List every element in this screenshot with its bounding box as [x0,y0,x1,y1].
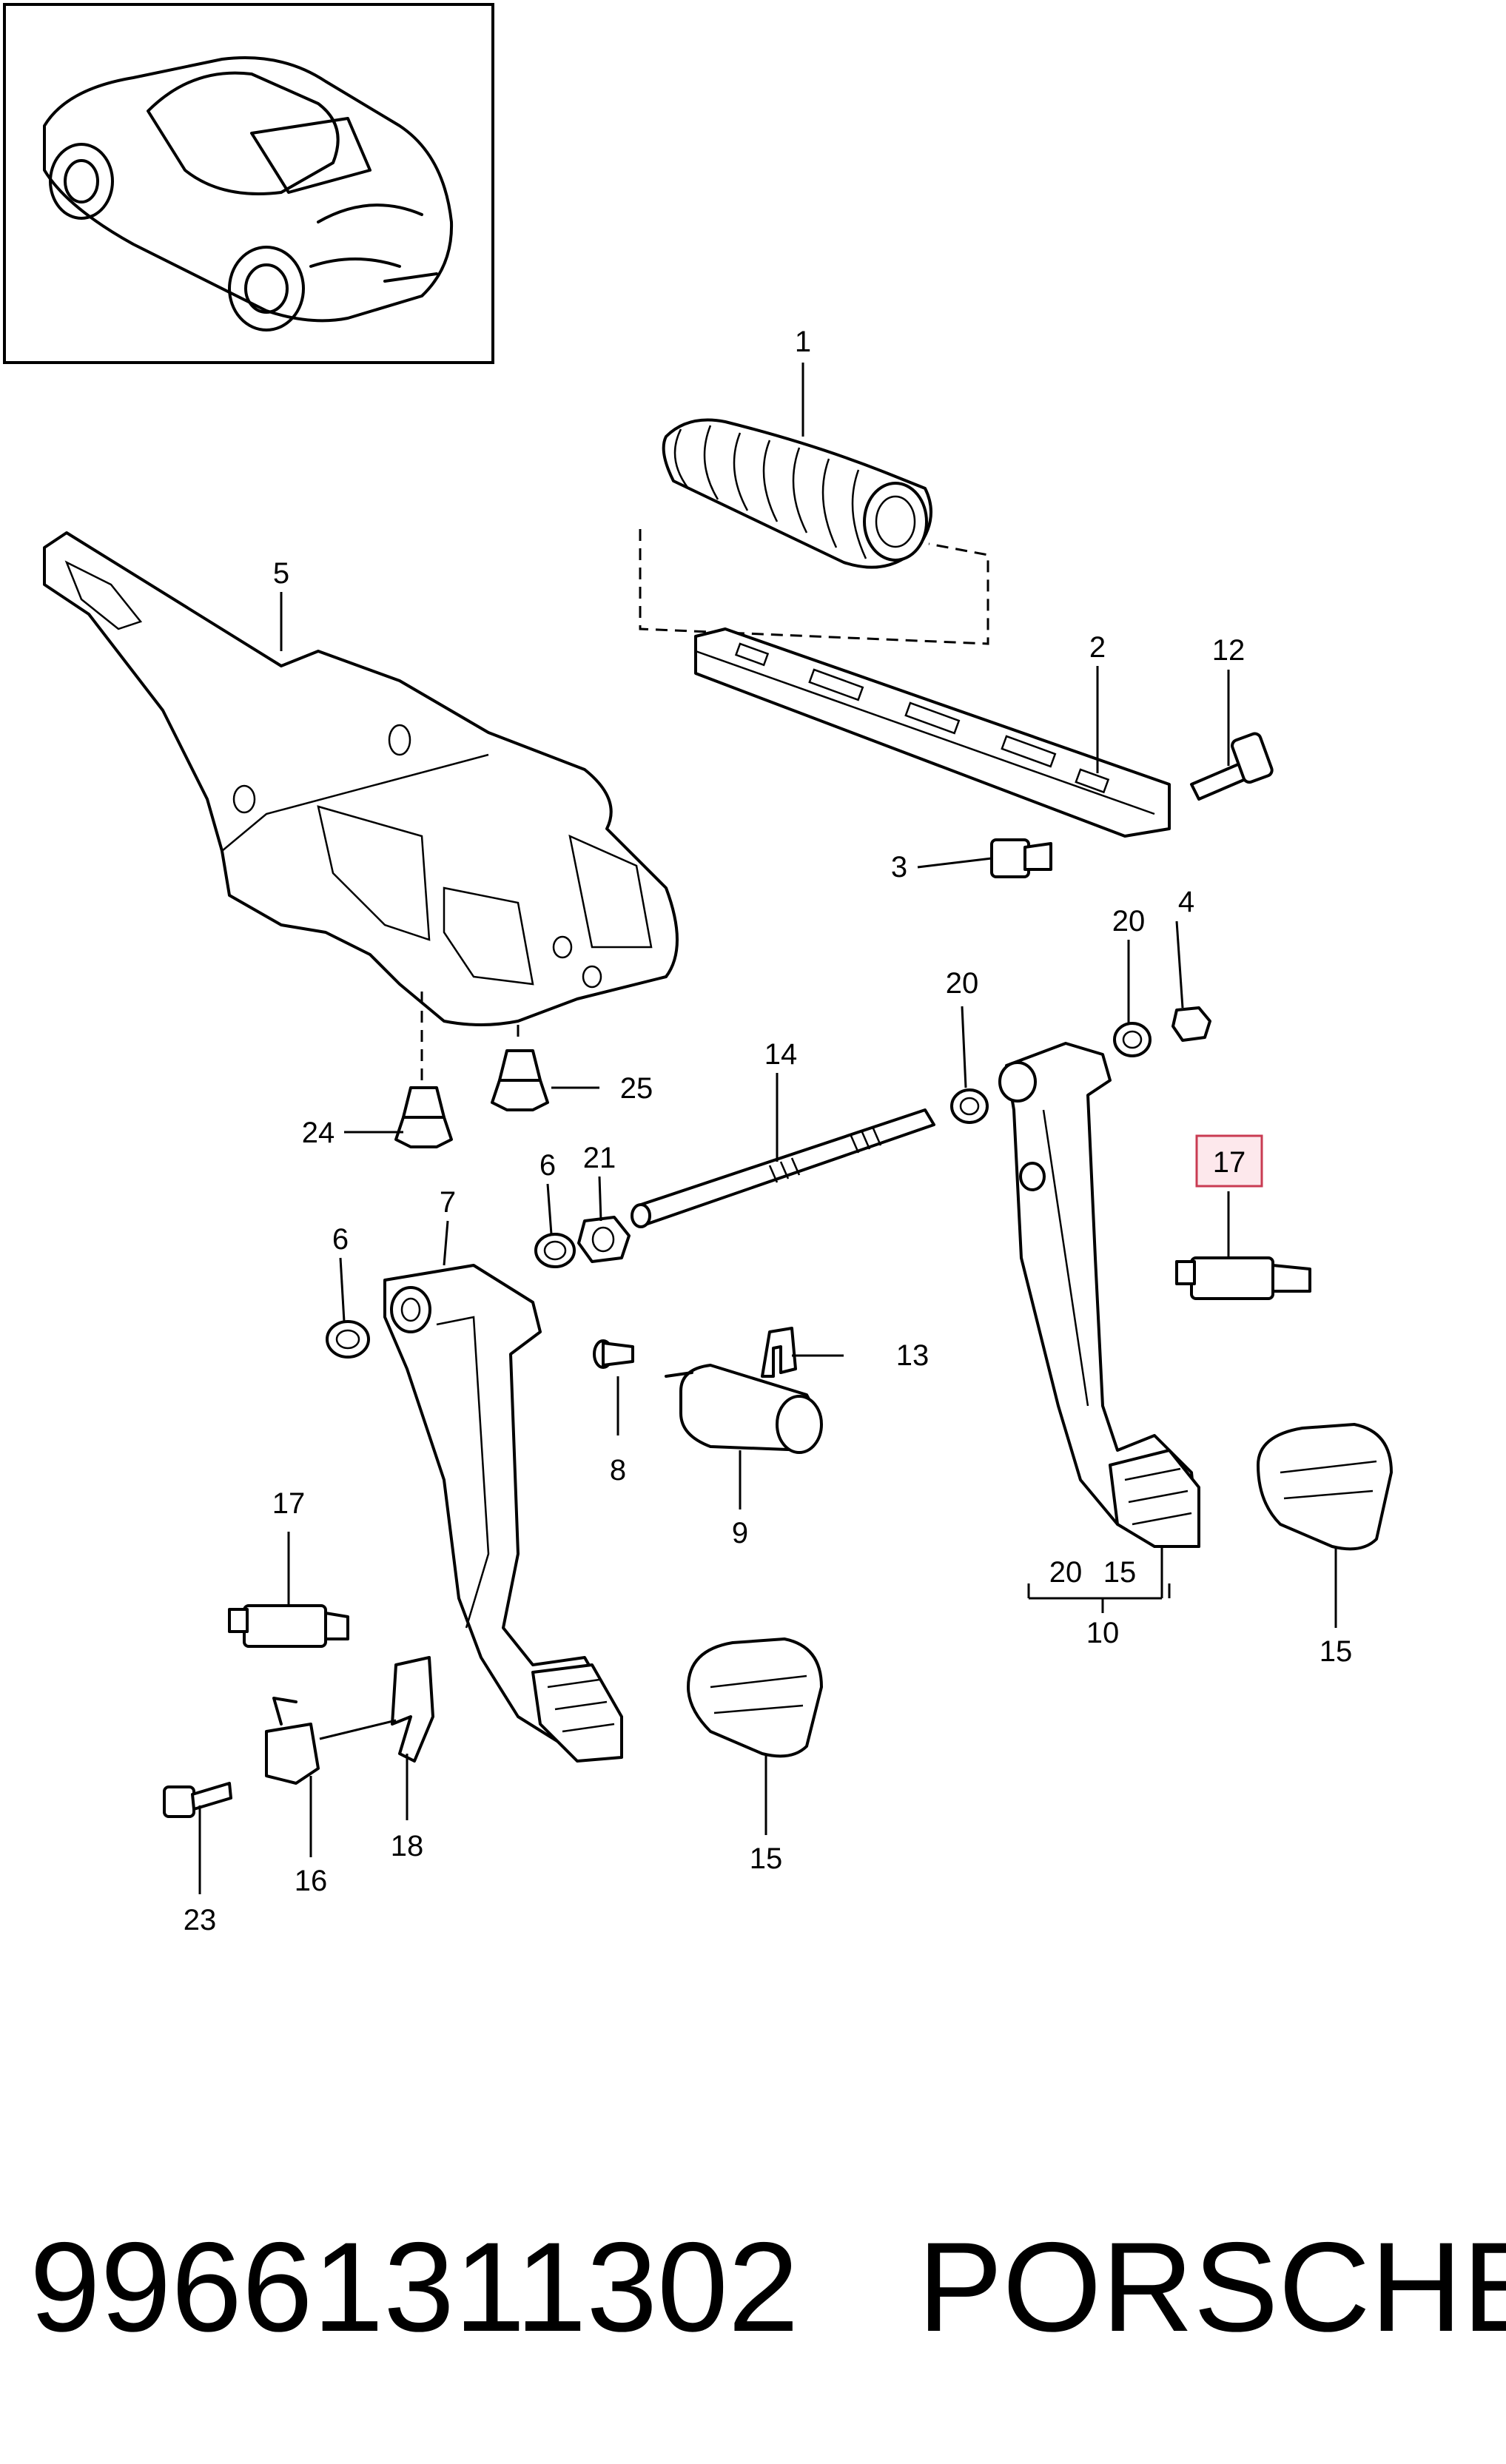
callout-15b: 15 [1320,1635,1353,1668]
callout-14: 14 [764,1038,798,1071]
callout-1: 1 [795,326,811,358]
callout-20c: 20 [1049,1556,1083,1589]
callout-15a: 15 [1103,1556,1137,1589]
callout-17b: 17 [272,1487,306,1520]
callout-3: 3 [891,851,907,883]
callout-25: 25 [620,1072,653,1105]
car-outline-icon [43,56,454,331]
callout-17-highlight [1195,1134,1263,1188]
clutch-pedal-part [383,1264,623,1763]
switch-part-16 [265,1697,320,1785]
callout-12: 12 [1212,634,1246,667]
bracket-rail-part [694,627,1171,838]
nut-part-21 [577,1216,631,1263]
nut-part-24 [394,1086,453,1148]
callout-9: 9 [732,1517,748,1549]
switch-part-17b [228,1604,349,1648]
callout-20a: 20 [946,967,979,1000]
brake-pedal-part [998,1042,1200,1548]
bracket-part-18 [391,1656,434,1763]
bushing-part-20b [1113,1022,1152,1057]
callout-7: 7 [440,1186,456,1219]
nut-part-4 [1171,1006,1211,1042]
pedal-pad-part-15a [1257,1423,1393,1551]
callout-6a: 6 [539,1149,556,1182]
bushing-part-20a [950,1088,989,1124]
bolt-part-3 [990,838,1052,878]
callout-23: 23 [184,1904,217,1936]
callout-24: 24 [302,1117,335,1149]
part-number: 99661311302 [30,2216,799,2358]
callout-20b: 20 [1112,905,1146,938]
callout-21: 21 [583,1142,616,1174]
pedal-pad-part-15b [687,1637,823,1758]
callout-13: 13 [896,1339,930,1372]
callout-labels: 1 2 3 4 5 6 6 7 8 9 10 12 13 14 15 15 15… [184,326,1353,1936]
pin-part-8 [593,1339,634,1369]
callout-2: 2 [1089,631,1106,664]
callout-15c: 15 [750,1842,783,1875]
callout-4: 4 [1178,886,1194,918]
pedal-bracket-part [43,531,679,1026]
bushing-part-6a [534,1233,576,1268]
callout-5: 5 [273,557,289,590]
callout-10: 10 [1086,1617,1120,1649]
clip-part-13 [761,1327,797,1378]
leader-lines [198,363,1337,1894]
nut-part-25 [491,1049,549,1111]
brand-name: PORSCHE [918,2216,1506,2358]
callout-16: 16 [295,1865,328,1897]
switch-part-17a [1175,1256,1311,1300]
vehicle-thumbnail [3,3,494,364]
bolt-part-12 [1190,732,1274,801]
pivot-shaft-part [631,1108,935,1228]
bolt-part-23 [163,1782,232,1818]
callout-8: 8 [610,1454,626,1487]
callout-18: 18 [391,1830,424,1862]
boot-dashed-outline [639,529,989,645]
bellows-boot-part [662,418,932,569]
spring-cylinder-part [665,1364,823,1454]
callout-6b: 6 [332,1223,349,1256]
callout-17a: 17 [1213,1146,1246,1179]
bushing-part-6b [326,1320,370,1359]
